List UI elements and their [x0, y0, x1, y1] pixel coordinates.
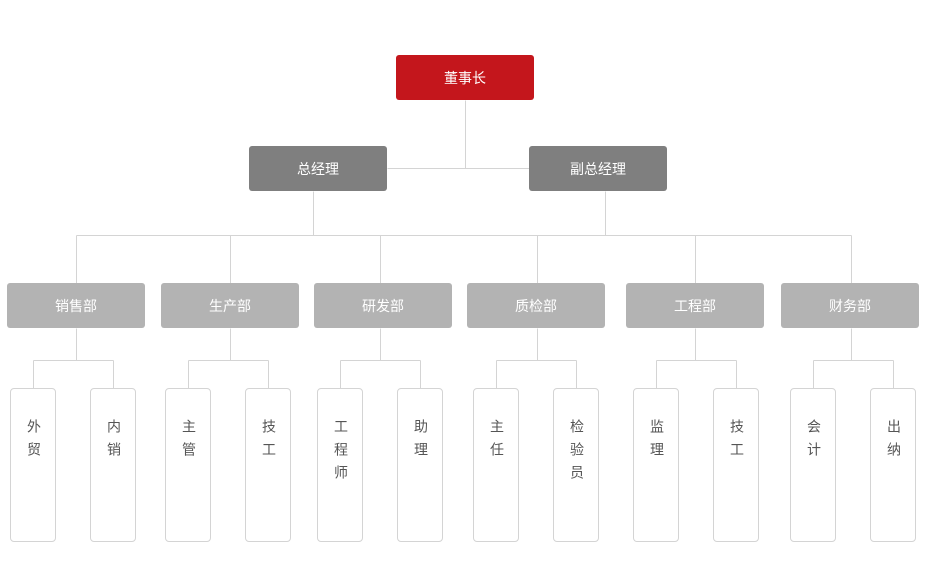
deputy-general-manager-label: 副总经理: [570, 161, 626, 178]
department-box-rnd: 研发部: [314, 283, 452, 328]
role-box: 监理: [633, 388, 679, 542]
chairman-label: 董事长: [444, 70, 486, 87]
chairman-box: 董事长: [396, 55, 534, 100]
role-box: 外贸: [10, 388, 56, 542]
role-label: 技工: [260, 419, 276, 465]
role-label: 出纳: [885, 419, 901, 465]
department-box-sales: 销售部: [7, 283, 145, 328]
role-label: 主任: [488, 419, 504, 465]
department-label: 生产部: [209, 298, 251, 315]
role-label: 监理: [648, 419, 664, 465]
role-box: 出纳: [870, 388, 916, 542]
role-label: 内销: [105, 419, 121, 465]
general-manager-box: 总经理: [249, 146, 387, 191]
department-label: 财务部: [829, 298, 871, 315]
role-label: 主管: [180, 419, 196, 465]
department-box-finance: 财务部: [781, 283, 919, 328]
department-label: 工程部: [674, 298, 716, 315]
general-manager-label: 总经理: [297, 161, 339, 178]
role-label: 助理: [412, 419, 428, 465]
role-box: 检验员: [553, 388, 599, 542]
role-label: 外贸: [25, 419, 41, 465]
department-box-production: 生产部: [161, 283, 299, 328]
department-label: 质检部: [515, 298, 557, 315]
role-box: 助理: [397, 388, 443, 542]
role-box: 技工: [713, 388, 759, 542]
role-label: 技工: [728, 419, 744, 465]
role-box: 主任: [473, 388, 519, 542]
role-box: 技工: [245, 388, 291, 542]
role-label: 会计: [805, 419, 821, 465]
role-label: 检验员: [568, 419, 584, 488]
role-box: 会计: [790, 388, 836, 542]
role-box: 主管: [165, 388, 211, 542]
role-box: 内销: [90, 388, 136, 542]
department-label: 销售部: [55, 298, 97, 315]
department-label: 研发部: [362, 298, 404, 315]
role-label: 工程师: [332, 419, 348, 488]
department-box-engineering: 工程部: [626, 283, 764, 328]
role-box: 工程师: [317, 388, 363, 542]
deputy-general-manager-box: 副总经理: [529, 146, 667, 191]
department-box-quality: 质检部: [467, 283, 605, 328]
